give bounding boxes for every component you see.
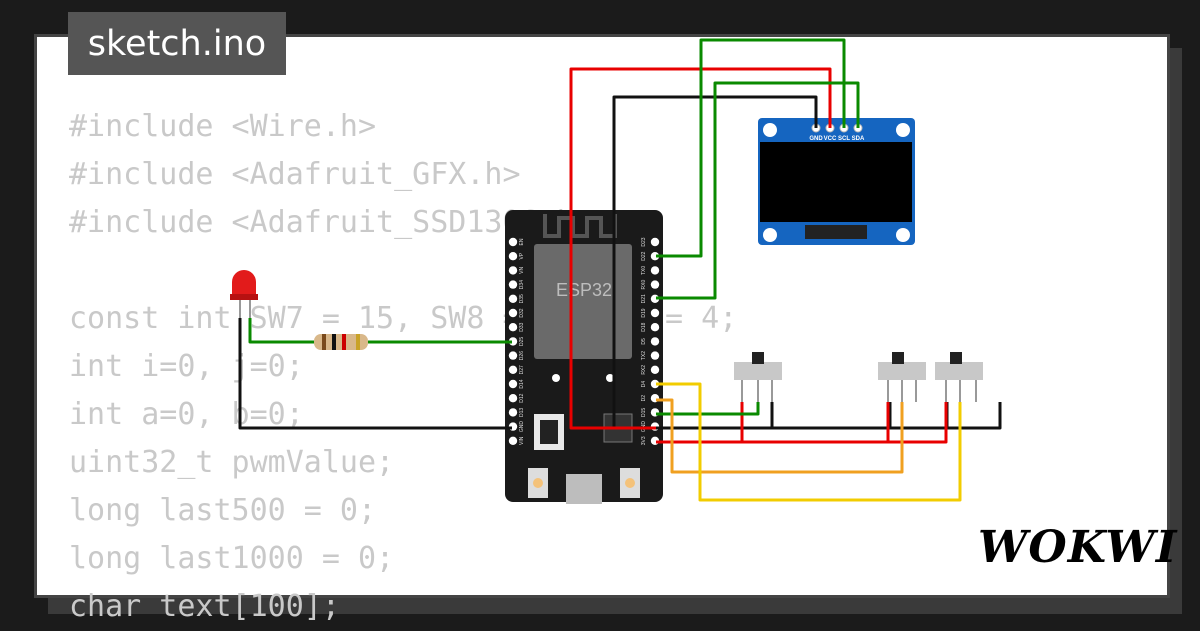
pin-label: RX0 (641, 280, 647, 290)
pin-label: D32 (519, 308, 525, 317)
esp32-module-label: ESP32 (556, 280, 612, 300)
file-name-tab[interactable]: sketch.ino (68, 12, 286, 75)
oled-screen (760, 142, 912, 222)
pin-d14[interactable] (508, 379, 518, 389)
slide-switch-sw7[interactable] (734, 352, 782, 402)
pin-d27[interactable] (508, 365, 518, 374)
pin-label: GND (641, 421, 647, 433)
oled-pin-label: VCC (824, 136, 837, 142)
led-body (232, 270, 256, 296)
pin-label: D34 (519, 280, 525, 289)
esp32-module-shield (534, 244, 632, 359)
pin-label: TX0 (641, 266, 647, 275)
pin-d22[interactable] (650, 252, 660, 261)
wokwi-logo[interactable]: WOKWI (978, 522, 1178, 573)
pin-d19[interactable] (650, 308, 660, 318)
pin-label: D2 (641, 395, 647, 402)
antenna-trace (543, 214, 617, 238)
pin-rx2[interactable] (650, 365, 660, 374)
code-line: long last1000 = 0; (69, 541, 395, 576)
red-led[interactable] (230, 270, 258, 318)
pin-label: D18 (641, 322, 647, 331)
code-line: uint32_t pwmValue; (69, 445, 395, 480)
pin-label: D27 (519, 365, 525, 374)
pin-label: D13 (519, 408, 525, 417)
pin-d34[interactable] (508, 280, 518, 289)
code-line: long last500 = 0; (69, 493, 377, 528)
pin-d12[interactable] (508, 394, 518, 403)
pin-label: GND (519, 421, 525, 433)
pin-label: D19 (641, 308, 647, 317)
wire-oled-vcc[interactable] (569, 67, 832, 430)
code-line: int i=0, j=0; (69, 349, 304, 384)
code-line: int a=0, b=0; (69, 397, 304, 432)
pin-label: EN (519, 238, 525, 245)
pin-label: D35 (519, 294, 525, 303)
oled-ribbon (805, 225, 867, 239)
pin-vn[interactable] (508, 266, 518, 275)
switch-knob[interactable] (752, 352, 764, 364)
wire-led-gnd[interactable] (238, 318, 512, 430)
pin-vin[interactable] (508, 436, 518, 445)
pin-rx0[interactable] (650, 280, 660, 289)
wire-sw7-d15[interactable] (656, 402, 760, 416)
wire-switch-vcc[interactable] (656, 402, 948, 444)
pin-label: D12 (519, 393, 525, 402)
wires (238, 38, 1002, 502)
pin-label: D22 (641, 251, 647, 260)
switch-knob[interactable] (892, 352, 904, 364)
pin-d32[interactable] (508, 308, 518, 318)
pin-label: TX2 (641, 351, 647, 360)
wire-sw8-d2[interactable] (656, 398, 904, 474)
pin-en[interactable] (508, 237, 518, 247)
pin-d13[interactable] (508, 408, 518, 417)
code-line: char text[100]; (69, 589, 340, 624)
pin-label: D33 (519, 322, 525, 331)
wire-sw9-d4[interactable] (656, 382, 962, 502)
pin-d26[interactable] (508, 351, 518, 360)
pin-tx2[interactable] (650, 351, 660, 360)
oled-pin-label: SCL (838, 136, 850, 142)
pin-label: VN (519, 267, 525, 274)
switch-knob[interactable] (950, 352, 962, 364)
pin-d33[interactable] (508, 323, 518, 332)
pin-d4[interactable] (650, 379, 660, 389)
code-line: #include <Adafruit_GFX.h> (69, 157, 521, 192)
slide-switch-sw9[interactable] (935, 352, 983, 402)
slide-switch-sw8[interactable] (878, 352, 926, 402)
pin-label: D21 (641, 294, 647, 303)
pin-d18[interactable] (650, 323, 660, 332)
pin-vp[interactable] (508, 252, 518, 261)
pin-label: D4 (641, 381, 647, 388)
pin-label: D26 (519, 351, 525, 360)
pin-label: D25 (519, 337, 525, 346)
micro-usb-port (566, 474, 602, 504)
pin-d5[interactable] (650, 337, 660, 346)
pin-d23[interactable] (650, 237, 660, 247)
pin-label: RX2 (641, 365, 647, 375)
resistor-body (314, 334, 368, 350)
wire-led-d25[interactable] (248, 318, 512, 344)
pin-label: D5 (641, 338, 647, 345)
pin-tx0[interactable] (650, 266, 660, 275)
oled-pin-label: GND (809, 136, 823, 142)
pin-label: VP (519, 252, 525, 259)
pin-label: 3V3 (641, 436, 647, 445)
pin-label: D15 (641, 408, 647, 417)
wire-oled-scl[interactable] (656, 38, 846, 258)
esp32-board[interactable]: ESP32 ENVPVND34D35D32D33D25D26D27D14D12D… (505, 210, 663, 504)
pin-label: D23 (641, 237, 647, 246)
wire-oled-sda[interactable] (656, 81, 860, 300)
oled-pin-label: SDA (852, 136, 865, 142)
pin-label: VIN (519, 436, 525, 445)
pin-d35[interactable] (508, 294, 518, 303)
code-line: #include <Wire.h> (69, 109, 377, 144)
pin-label: D14 (519, 379, 525, 388)
